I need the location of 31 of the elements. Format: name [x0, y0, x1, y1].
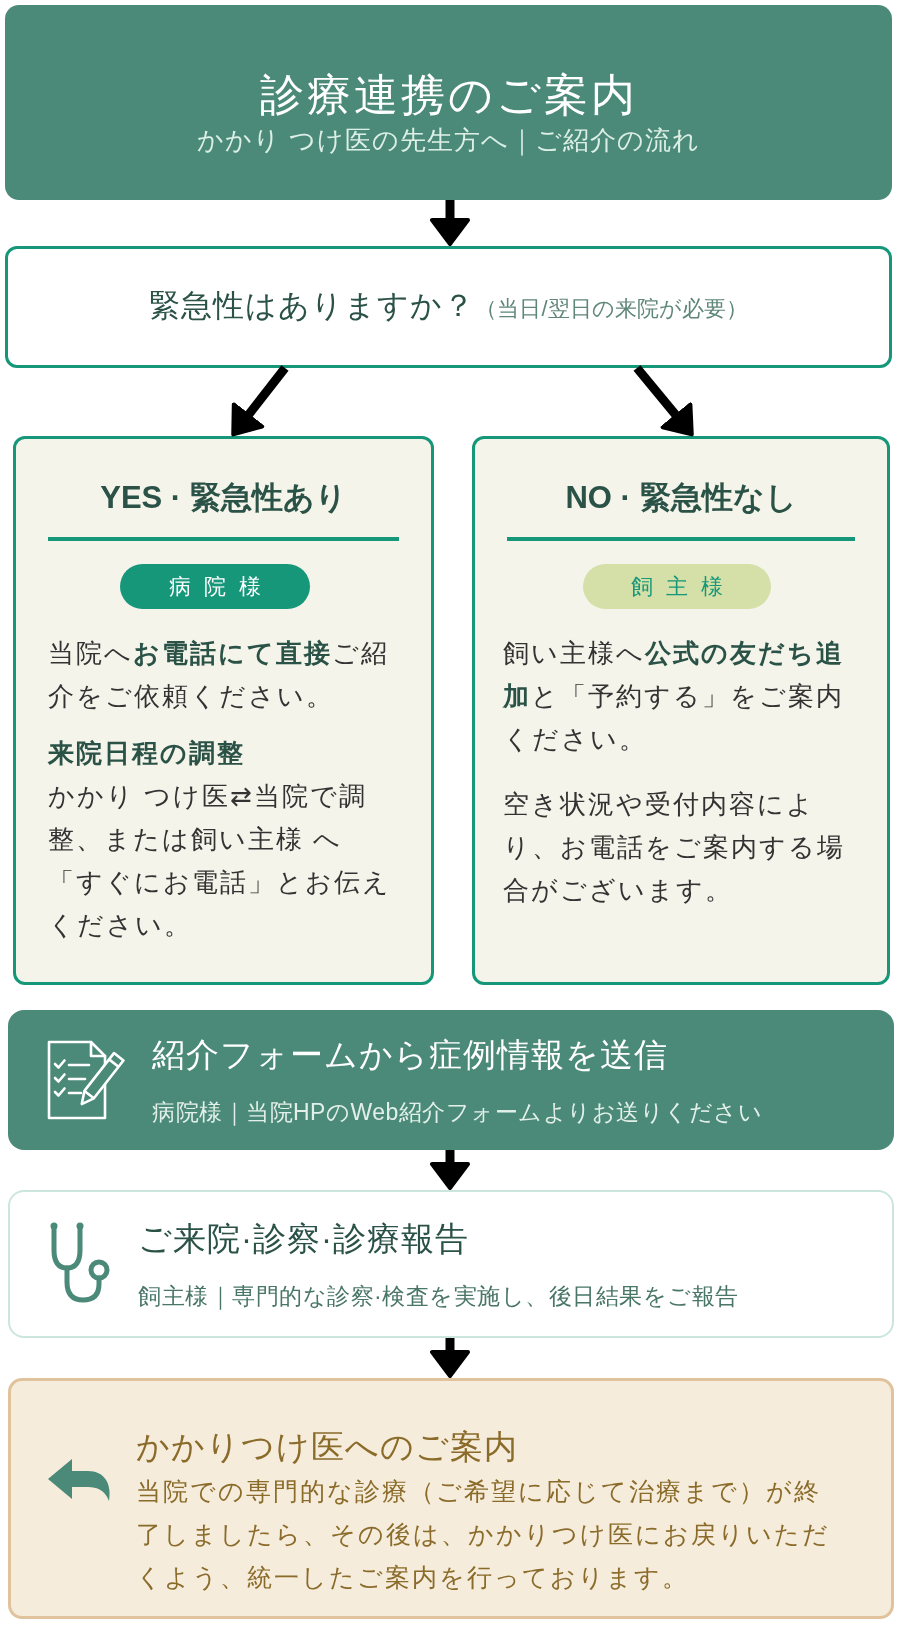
step-description: 病院様｜当院HPのWeb紹介フォームよりお送りください [152, 1098, 763, 1128]
step-panel [8, 1378, 894, 1619]
step-description: 飼主様｜専門的な診察·検査を実施し、後日結果をご報告 [138, 1282, 739, 1312]
step-title: かかりつけ医へのご案内 [136, 1427, 518, 1467]
subtitle: かかり つけ医の先生方へ｜ご紹介の流れ [196, 124, 701, 157]
answer-card [472, 436, 890, 985]
pill-badge: 病院様 [120, 564, 310, 609]
arrow [231, 365, 289, 437]
header-banner [5, 5, 892, 200]
step-panel [8, 1190, 894, 1338]
step-panel [8, 1010, 894, 1150]
answer-card [13, 436, 434, 985]
step-description: 当院での専門的な診療（ご希望に応じて治療まで）が終了しましたら、その後は、かかりつけ医にお戻りいただくよう、統一したご案内を行っております。 [136, 1476, 831, 1593]
subheading: 来院日程の調整 [48, 737, 246, 770]
arrow [430, 1338, 470, 1378]
arrow [633, 365, 694, 437]
body-text: 当院へお電話にて直接ご紹介をご依頼ください。 [48, 637, 390, 713]
pill-badge: 飼主様 [583, 564, 771, 609]
arrow [430, 1150, 470, 1190]
body-text: 飼い主様へ公式の友だち追加と「予約する」をご案内ください。 [503, 637, 845, 756]
question-text: 緊急性はありますか？ [149, 287, 476, 325]
step-title: 紹介フォームから症例情報を送信 [152, 1035, 668, 1075]
body-text: かかり つけ医⇄当院で調整、または飼い主様 へ「すぐにお電話」とお伝えください。 [48, 780, 392, 942]
card-heading: NO · 緊急性なし [565, 479, 797, 517]
body-text: 空き状況や受付内容により、お電話をご案内する場合がございます。 [503, 788, 846, 907]
arrow [430, 200, 470, 246]
card-heading: YES · 緊急性あり [100, 479, 347, 517]
question-box [5, 246, 892, 368]
step-title: ご来院·診察·診療報告 [138, 1219, 469, 1259]
title: 診療連携のご案内 [259, 69, 638, 121]
note-text: （当日/翌日の来院が必要） [475, 295, 748, 323]
